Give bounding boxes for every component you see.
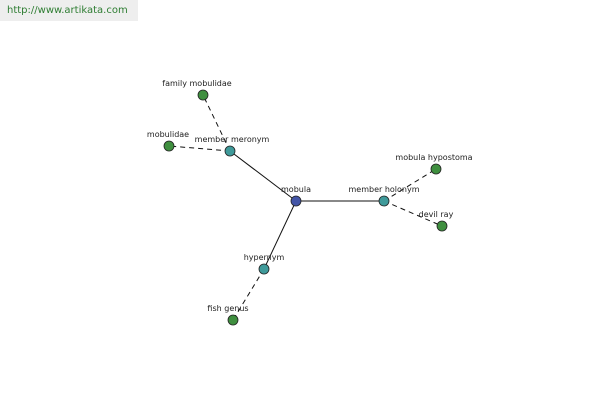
node-family-mobulidae[interactable]	[197, 89, 209, 101]
node-fish-genus[interactable]	[227, 314, 239, 326]
nodes-layer	[163, 89, 448, 326]
node-label-member-holonym: member holonym	[348, 185, 419, 194]
edge-hypernym-to-fish-genus	[232, 268, 265, 321]
edge-member-holonym-to-mobula-hypostoma	[383, 168, 437, 202]
source-url-link[interactable]: http://www.artikata.com	[0, 0, 138, 21]
node-label-member-meronym: member meronym	[195, 135, 270, 144]
edges-layer	[168, 94, 443, 321]
node-member-meronym[interactable]	[224, 145, 236, 157]
node-mobula[interactable]	[290, 195, 302, 207]
edge-member-meronym-to-family-mobulidae	[202, 94, 231, 152]
node-label-mobulidae: mobulidae	[147, 130, 189, 139]
node-label-mobula: mobula	[281, 185, 311, 194]
node-devil-ray[interactable]	[436, 220, 448, 232]
node-hypernym[interactable]	[258, 263, 270, 275]
edge-member-holonym-to-devil-ray	[383, 200, 443, 227]
node-member-holonym[interactable]	[378, 195, 390, 207]
edge-mobula-to-hypernym	[263, 200, 297, 270]
edge-member-meronym-to-mobulidae	[168, 145, 231, 152]
node-label-fish-genus: fish genus	[207, 304, 248, 313]
node-mobula-hypostoma[interactable]	[430, 163, 442, 175]
labels-layer: mobula member meronym member holonym hypern…	[147, 79, 473, 313]
node-label-family-mobulidae: family mobulidae	[162, 79, 231, 88]
node-label-hypernym: hypernym	[244, 253, 285, 262]
edge-mobula-to-member-meronym	[229, 150, 297, 202]
node-label-mobula-hypostoma: mobula hypostoma	[395, 153, 472, 162]
node-label-devil-ray: devil ray	[419, 210, 454, 219]
node-mobulidae[interactable]	[163, 140, 175, 152]
